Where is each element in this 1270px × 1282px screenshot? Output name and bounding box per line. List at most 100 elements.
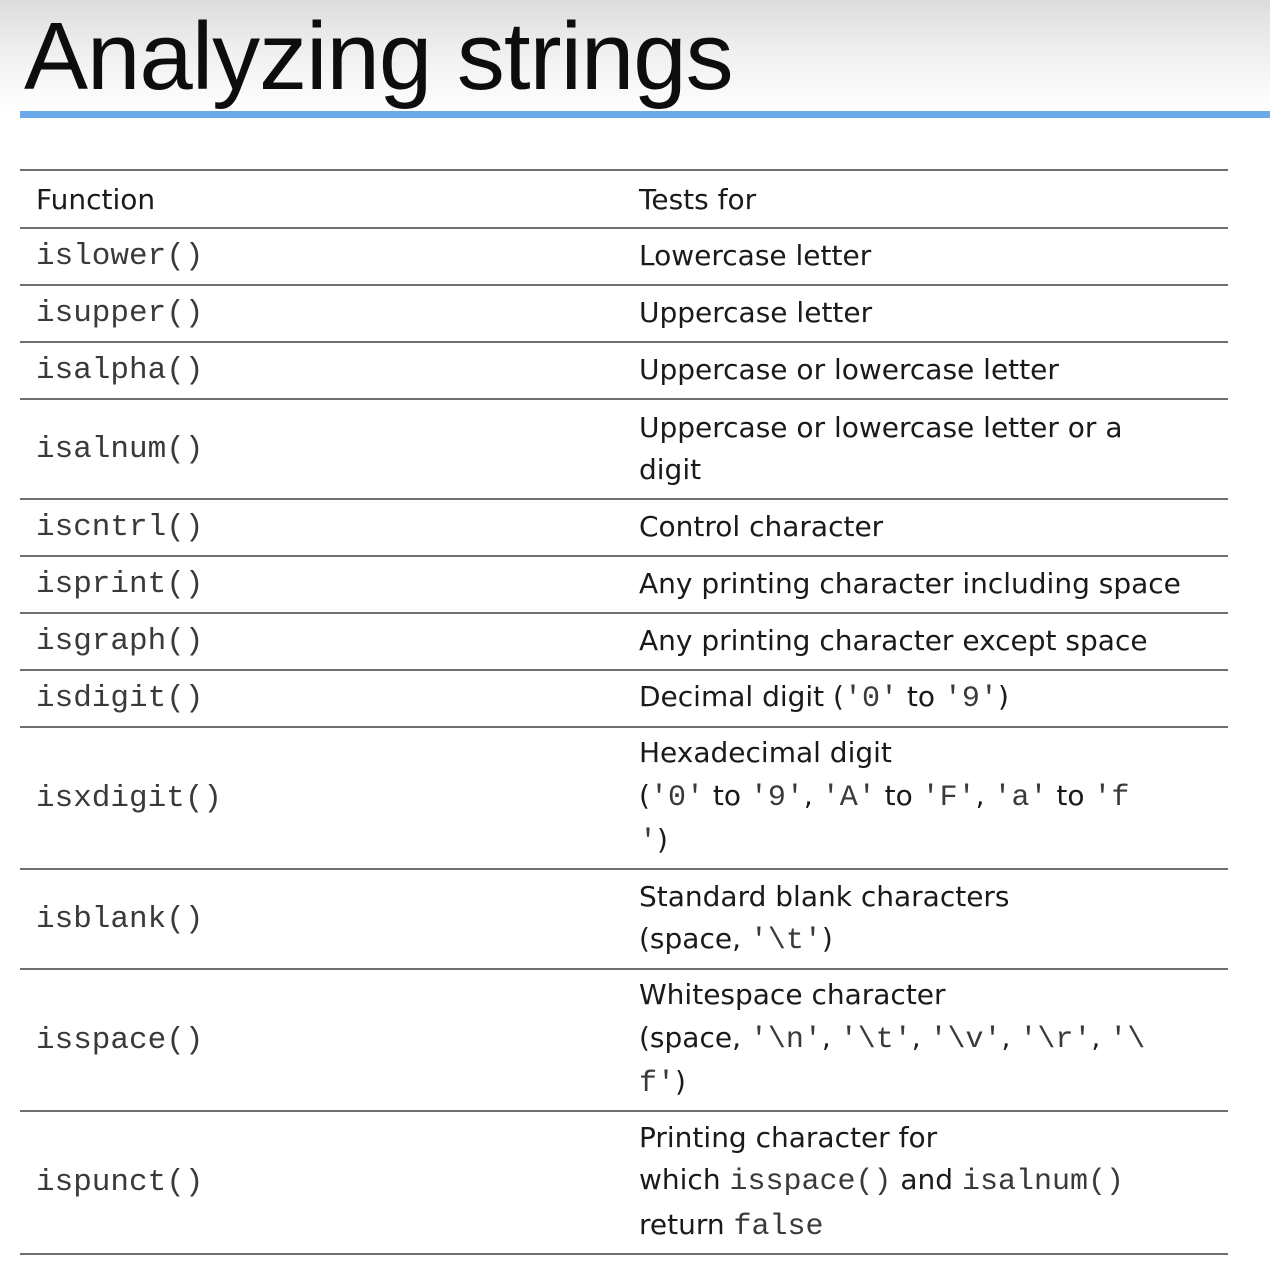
description-text: (space,: [639, 922, 750, 955]
code-snippet: 'F': [921, 780, 976, 815]
description-text: to: [703, 778, 750, 812]
function-name-cell: isxdigit(): [20, 726, 623, 869]
code-snippet: isspace(): [729, 1165, 892, 1200]
description-text: ,: [1001, 1020, 1020, 1054]
description-text: Control character: [639, 510, 884, 544]
description-text: ,: [911, 1020, 930, 1054]
description-text: Decimal digit (: [639, 680, 844, 714]
description-text: Any printing character except space: [639, 624, 1148, 658]
code-snippet: '\v': [929, 1022, 1002, 1057]
description-text: which: [639, 1163, 730, 1197]
code-snippet: 'f: [1093, 780, 1130, 815]
description-line: f'): [639, 1061, 1220, 1106]
description-text: to: [1047, 778, 1094, 812]
description-text: ): [675, 1065, 686, 1099]
description-text: Whitespace character: [639, 978, 946, 1012]
description-line: '): [639, 819, 1220, 864]
description-text: ): [657, 823, 668, 857]
description-text: and: [891, 1163, 962, 1197]
table-row: isalnum()Uppercase or lowercase letter o…: [20, 398, 1228, 499]
table-row: iscntrl() Control character: [20, 498, 1228, 556]
code-snippet: '\r': [1019, 1022, 1092, 1057]
functions-table: Function Tests for islower() Lowercase le…: [20, 169, 1228, 1255]
description-line: Any printing character including space: [639, 563, 1220, 606]
description-text: digit: [639, 453, 702, 486]
description-line: (space, '\n', '\t', '\v', '\r', '\: [639, 1017, 1220, 1062]
code-snippet: '9': [749, 780, 804, 815]
tests-for-cell: Uppercase or lowercase letter or a digit: [623, 398, 1228, 499]
description-text: ): [821, 922, 833, 955]
description-line: Hexadecimal digit: [639, 732, 1220, 775]
table-row: isalpha() Uppercase or lowercase letter: [20, 341, 1228, 399]
code-snippet: '0': [649, 780, 704, 815]
code-snippet: false: [733, 1209, 824, 1244]
description-line: Uppercase or lowercase letter: [639, 349, 1220, 392]
description-text: Any printing character including space: [639, 567, 1181, 601]
description-text: Standard blank characters: [639, 879, 1010, 913]
description-text: to: [875, 778, 922, 812]
table-header-row: Function Tests for: [20, 169, 1228, 228]
description-text: return: [639, 1207, 734, 1241]
description-text: Uppercase or lowercase letter or a: [639, 410, 1123, 444]
description-text: Hexadecimal digit: [639, 736, 892, 770]
tests-for-cell: Any printing character except space: [623, 612, 1228, 670]
description-line: Printing character for: [639, 1117, 1220, 1160]
function-name-cell: ispunct(): [20, 1110, 623, 1255]
code-snippet: 'a': [993, 780, 1048, 815]
tests-for-cell: Uppercase or lowercase letter: [623, 341, 1228, 399]
description-line: Whitespace character: [639, 974, 1220, 1017]
description-text: Uppercase or lowercase letter: [639, 353, 1059, 387]
description-text: ): [997, 680, 1009, 714]
code-snippet: ': [639, 825, 658, 860]
description-text: (space,: [639, 1020, 750, 1054]
description-line: Standard blank characters: [639, 876, 1220, 919]
tests-for-cell: Decimal digit ('0' to '9'): [623, 669, 1228, 727]
table-row: isdigit() Decimal digit ('0' to '9'): [20, 669, 1228, 727]
column-header-function: Function: [20, 169, 623, 228]
function-name-cell: iscntrl(): [20, 498, 623, 556]
tests-for-cell: Hexadecimal digit ('0' to '9', 'A' to 'F'…: [623, 726, 1228, 869]
title-header-band: [0, 0, 1270, 112]
column-header-tests-for: Tests for: [623, 169, 1228, 228]
function-name-cell: islower(): [20, 227, 623, 285]
code-snippet: '\t': [749, 924, 822, 958]
description-line: Lowercase letter: [639, 235, 1220, 278]
description-line: Any printing character except space: [639, 620, 1220, 663]
description-text: to: [898, 680, 944, 714]
function-name-cell: isalpha(): [20, 341, 623, 399]
description-text: (: [639, 778, 650, 812]
description-text: ,: [803, 778, 822, 812]
tests-for-cell: Lowercase letter: [623, 227, 1228, 285]
description-line: Control character: [639, 506, 1220, 549]
description-text: Uppercase letter: [639, 296, 873, 330]
code-snippet: '\: [1109, 1022, 1146, 1057]
tests-for-cell: Control character: [623, 498, 1228, 556]
function-name-cell: isdigit(): [20, 669, 623, 727]
description-line: Uppercase letter: [639, 292, 1220, 335]
table-row: islower() Lowercase letter: [20, 227, 1228, 285]
function-name-cell: isupper(): [20, 284, 623, 342]
code-snippet: '\t': [839, 1022, 912, 1057]
description-text: ,: [821, 1020, 840, 1054]
table-row: isgraph()Any printing character except s…: [20, 612, 1228, 670]
function-name-cell: isalnum(): [20, 398, 623, 499]
function-name-cell: isprint(): [20, 555, 623, 613]
code-snippet: f': [639, 1067, 676, 1102]
table-row: isxdigit() Hexadecimal digit ('0' to '9', …: [20, 726, 1228, 869]
code-snippet: isalnum(): [961, 1165, 1125, 1200]
table-row: isprint() Any printing character includin…: [20, 555, 1228, 613]
table-row: isblank()Standard blank characters(space…: [20, 868, 1228, 969]
tests-for-cell: Whitespace character (space, '\n', '\t', …: [623, 968, 1228, 1111]
tests-for-cell: Any printing character including space: [623, 555, 1228, 613]
description-line: Decimal digit ('0' to '9'): [639, 676, 1220, 721]
description-line: return false: [639, 1204, 1220, 1249]
code-snippet: '\n': [749, 1022, 822, 1057]
description-text: ,: [1091, 1020, 1110, 1054]
code-snippet: '9': [943, 682, 998, 717]
slide-title: Analyzing strings: [24, 3, 734, 110]
tests-for-cell: Uppercase letter: [623, 284, 1228, 342]
description-line: ('0' to '9', 'A' to 'F', 'a' to 'f: [639, 775, 1220, 820]
